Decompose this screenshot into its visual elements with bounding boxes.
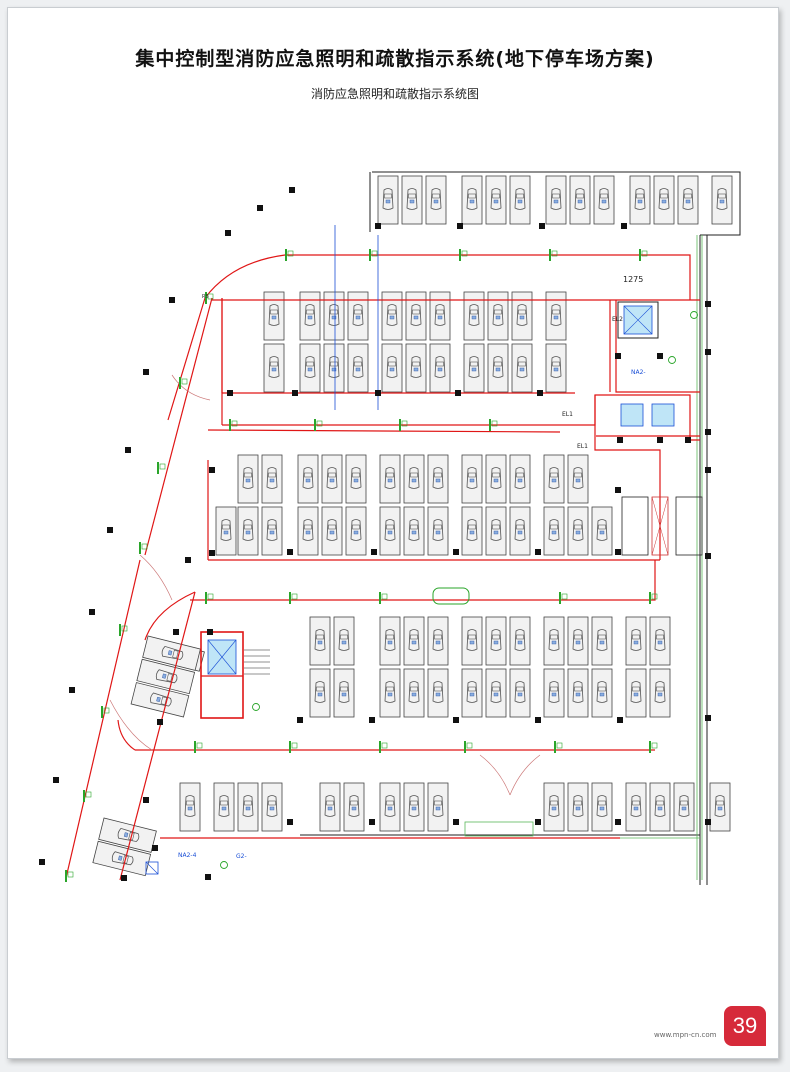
exit-box [432, 587, 470, 605]
label-na2: NA2- [631, 369, 646, 376]
label-na2-4: NA2-4 [178, 852, 197, 859]
parking-stalls [153, 176, 732, 831]
right-rooms [145, 301, 703, 875]
label-el1-b: EL1 [577, 443, 588, 450]
footer-url: www.mpn-cn.com [654, 1031, 717, 1039]
ramp-curves [109, 374, 541, 796]
page-subtitle: 消防应急照明和疏散指示系统图 [310, 87, 479, 101]
emergency-wiring [65, 254, 700, 881]
green-boundary [464, 235, 703, 880]
label-el2: EL2 [612, 316, 623, 323]
outer-walls [300, 171, 741, 885]
page-title: 集中控制型消防应急照明和疏散指示系统(地下停车场方案) [135, 48, 655, 70]
angled-stalls [92, 635, 201, 877]
dimension-label: 1275 [623, 275, 644, 284]
label-el1-a: EL1 [562, 411, 573, 418]
label-rs: RS [202, 294, 209, 300]
label-g2: G2- [236, 853, 247, 860]
page-number-badge: 39 [724, 1006, 766, 1046]
emergency-lights [220, 311, 698, 869]
blue-conduit [334, 225, 379, 410]
